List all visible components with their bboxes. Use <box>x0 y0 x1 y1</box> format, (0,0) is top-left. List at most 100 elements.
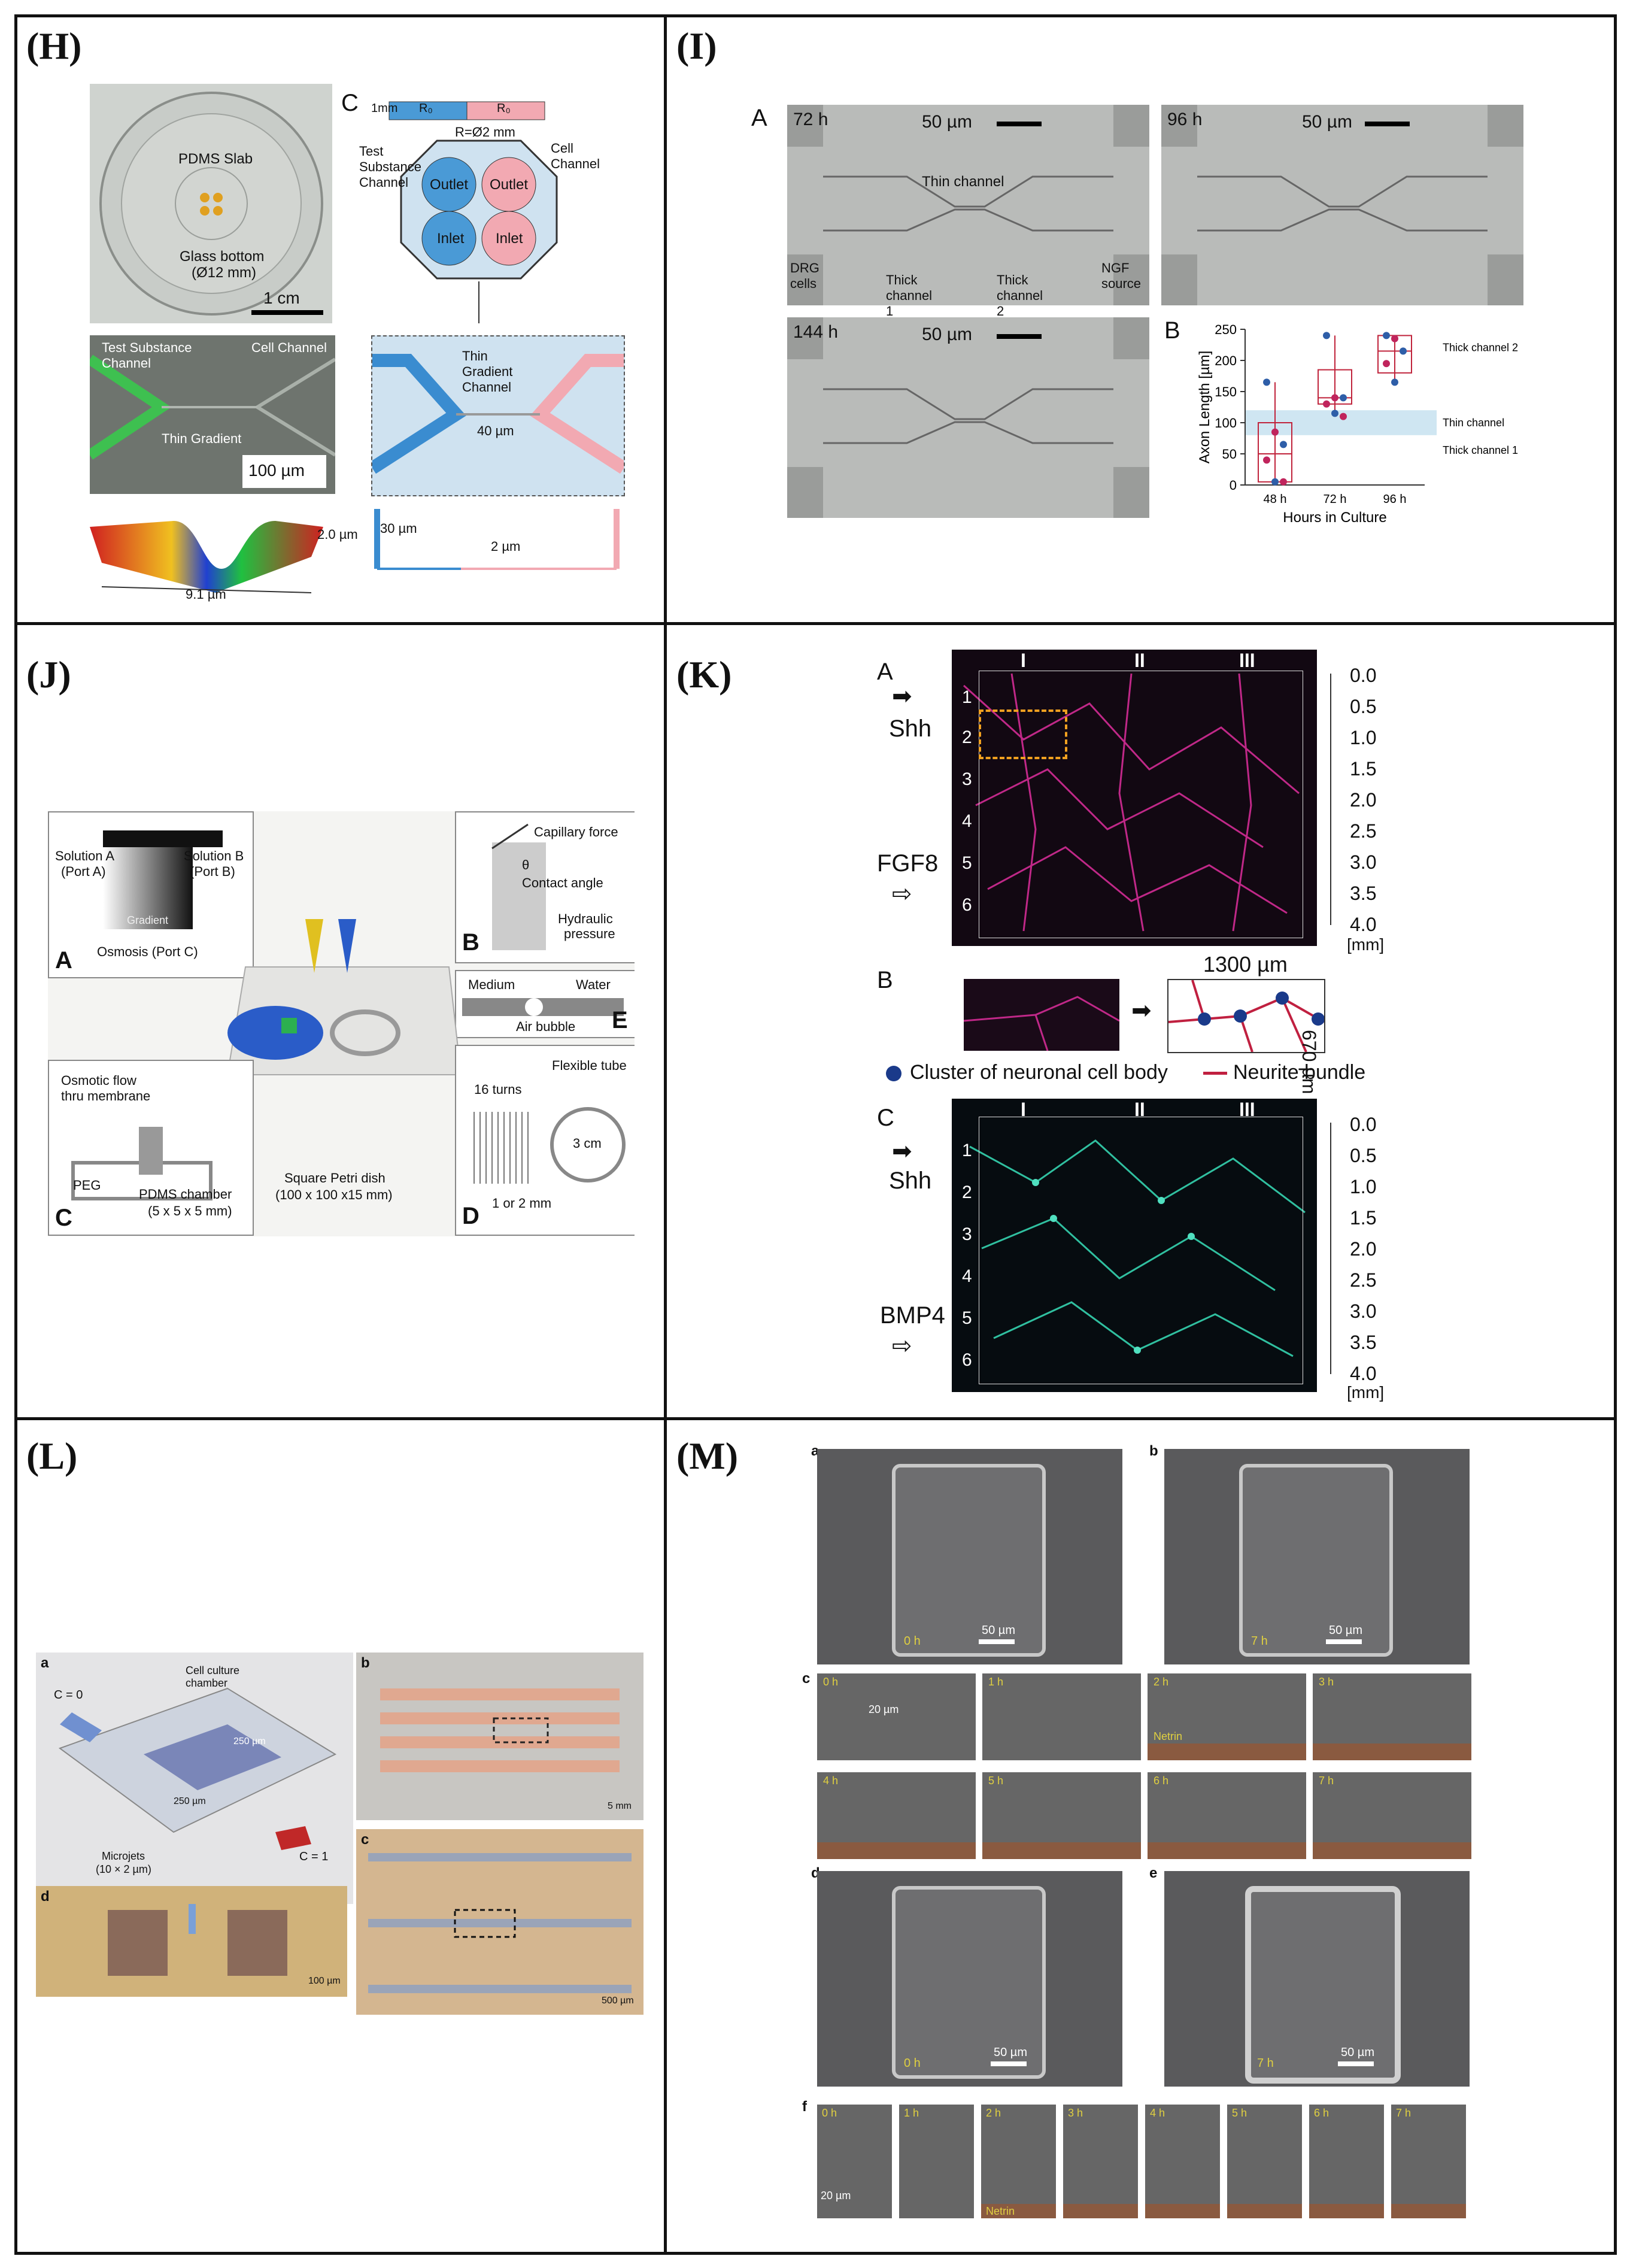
h-photo-b: Test Substance Channel Cell Channel Thin… <box>87 335 336 494</box>
m-sub-e: e <box>1149 1865 1158 1881</box>
k-row-a-1: 1 <box>962 687 972 707</box>
m-e-time: 7 h <box>1257 2057 1274 2070</box>
h-inlet1: Inlet <box>437 231 465 247</box>
h-cell-channel: Cell Channel <box>251 340 327 355</box>
m-c-time-label: 0 h <box>823 1676 839 1688</box>
m-b-scalebar <box>1326 1639 1362 1644</box>
k-grid-c <box>979 1117 1303 1384</box>
y-tick-label: 200 <box>1215 353 1237 368</box>
data-point <box>1323 400 1330 408</box>
k-legend-dot-icon <box>886 1066 901 1081</box>
region-label-thick2: Thick channel 2 <box>1443 341 1518 353</box>
m-sub-f: f <box>802 2099 807 2115</box>
k-tick-c-3: 1.5 <box>1350 1207 1377 1229</box>
k-tick-a-1: 0.5 <box>1350 696 1377 717</box>
m-c-frame: 6 h <box>1148 1772 1306 1859</box>
y-tick-label: 50 <box>1222 447 1237 462</box>
m-c-time-label: 2 h <box>1154 1676 1169 1688</box>
m-c-netrin-band <box>1148 1842 1306 1859</box>
l-c0: C = 0 <box>54 1688 83 1702</box>
m-sub-c: c <box>802 1670 811 1687</box>
m-d-time: 0 h <box>904 2057 921 2070</box>
k-axis-line-a <box>1330 674 1331 925</box>
data-point <box>1263 378 1270 386</box>
j-device <box>210 901 467 1093</box>
m-e-scale: 50 µm <box>1341 2046 1374 2059</box>
h-w91: 9.1 µm <box>186 587 226 602</box>
m-f-time-label: 3 h <box>1068 2107 1083 2119</box>
j-osmosis: Osmosis (Port C) <box>97 944 198 959</box>
m-f-time-label: 5 h <box>1232 2107 1247 2119</box>
h-r0a: R₀ <box>419 102 433 115</box>
j-sub-a: A <box>55 947 72 974</box>
k-tick-c-5: 2.5 <box>1350 1269 1377 1291</box>
j-theta: θ <box>522 857 530 872</box>
data-point <box>1323 332 1330 339</box>
j-box-a: Solution A (Port A) Solution B (Port B) … <box>48 811 254 978</box>
j-cm3: 3 cm <box>573 1136 602 1151</box>
x-tick-label: 96 h <box>1383 493 1407 506</box>
h-rdia: R=Ø2 mm <box>455 125 515 140</box>
h-w40: 40 µm <box>477 423 514 438</box>
m-f-netrin-band <box>981 2204 1056 2218</box>
j-box-e: Medium Water Air bubble E <box>455 970 635 1038</box>
k-row-c-3: 3 <box>962 1224 972 1244</box>
k-zoom-image <box>963 979 1120 1051</box>
j-peg: PEG <box>73 1178 101 1193</box>
j-gradient: Gradient <box>127 914 169 926</box>
i-ngf: NGF source <box>1101 260 1142 291</box>
k-tick-a-5: 2.5 <box>1350 820 1377 842</box>
m-c-time-label: 1 h <box>988 1676 1004 1688</box>
h-glass-label: Glass bottom <box>180 248 265 265</box>
i-drg: DRG cells <box>790 260 819 291</box>
m-photo-a: 0 h 50 µm <box>817 1449 1122 1664</box>
m-chamber-e <box>1245 1886 1401 2084</box>
data-point <box>1271 428 1279 436</box>
m-f-time-label: 6 h <box>1314 2107 1330 2119</box>
data-point <box>1331 394 1338 402</box>
m-f-frame: 3 h <box>1063 2105 1138 2218</box>
k-tick-c-2: 1.0 <box>1350 1176 1377 1197</box>
h-surface-plot: 2.0 µm 9.1 µm <box>84 503 358 605</box>
i-t72: 72 h <box>793 110 828 129</box>
m-photo-b: 7 h 50 µm <box>1164 1449 1470 1664</box>
h-glass-d-label: (Ø12 mm) <box>192 265 256 281</box>
h-pdms-label: PDMS Slab <box>178 151 253 167</box>
h-r0b: R₀ <box>497 102 511 115</box>
m-c-time-label: 7 h <box>1319 1775 1334 1787</box>
j-air: Air bubble <box>516 1019 576 1034</box>
i-thick2: Thick channel 2 <box>997 272 1043 319</box>
h-outlet1: Outlet <box>430 177 469 193</box>
k-tick-c-0: 0.0 <box>1350 1114 1377 1135</box>
m-d-scalebar <box>991 2061 1027 2066</box>
j-hydraulic: Hydraulic <box>558 911 613 926</box>
panel-label-M: (M) <box>676 1435 739 1477</box>
k-unit-a: [mm] <box>1347 935 1385 954</box>
k-row-c-6: 6 <box>962 1350 972 1370</box>
j-sub-b: B <box>462 929 479 956</box>
j-mm12: 1 or 2 mm <box>492 1196 552 1211</box>
k-tick-a-3: 1.5 <box>1350 758 1377 780</box>
h-schematic-c: 1mm R₀ R₀ R=Ø2 mm Cell Channel Outlet Ou… <box>371 84 635 323</box>
l-microjets-d: (10 × 2 µm) <box>96 1863 151 1875</box>
k-arrow-b: ➡ <box>1131 997 1152 1024</box>
m-f-netrin-band <box>1391 2204 1466 2218</box>
l-c1: C = 1 <box>299 1850 329 1863</box>
data-point <box>1340 413 1347 420</box>
h-cell-ch: Cell Channel <box>551 141 600 171</box>
m-a-time: 0 h <box>904 1635 921 1648</box>
i-s50c: 50 µm <box>922 325 972 344</box>
h-scale-1cm: 1 cm <box>263 289 300 307</box>
h-test-sub-channel: Channel <box>102 356 151 371</box>
i-scalebar-c <box>997 334 1042 339</box>
i-scalebar-a <box>997 122 1042 126</box>
h-thin-grad2: Thin Gradient Channel <box>462 348 513 395</box>
m-e-scalebar <box>1338 2061 1374 2066</box>
j-petri2: (100 x 100 x15 mm) <box>275 1187 393 1202</box>
j-pressure: pressure <box>564 926 615 941</box>
m-c-netrin-band <box>817 1842 976 1859</box>
m-c-time-label: 5 h <box>988 1775 1004 1787</box>
l-panel-c: c 500 µm <box>356 1829 643 2015</box>
